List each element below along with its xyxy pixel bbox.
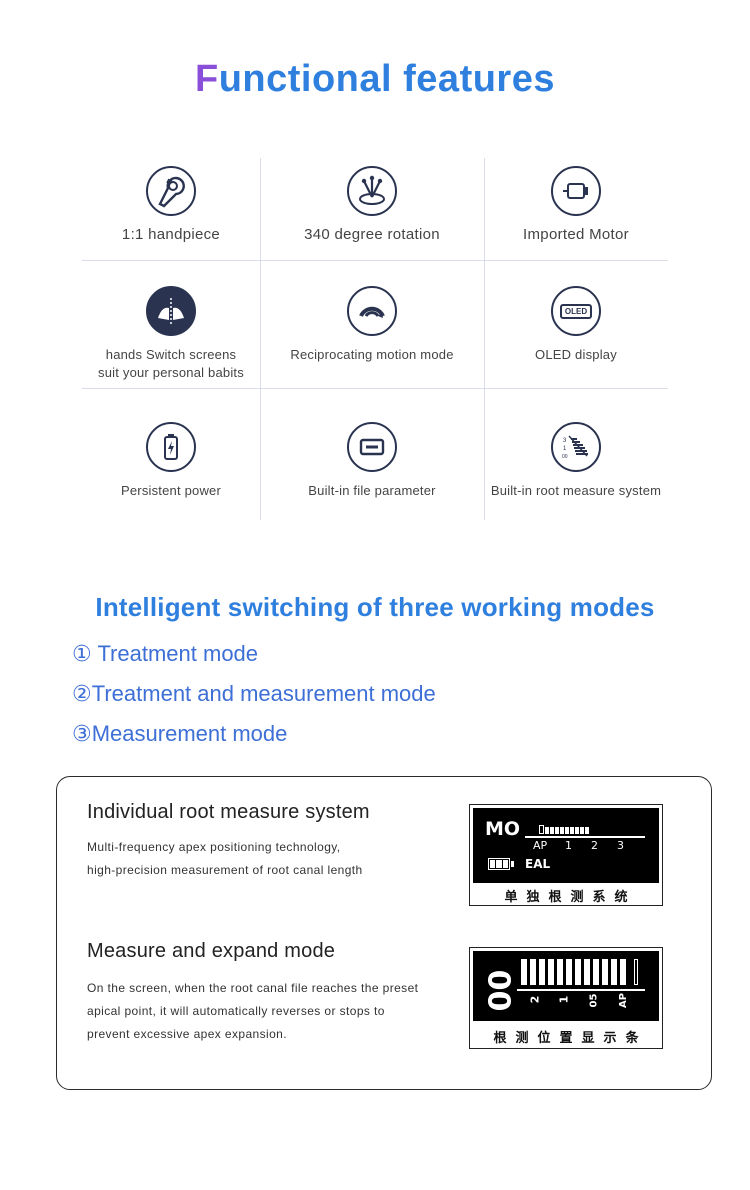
section-title-root-measure: Individual root measure system <box>87 801 370 823</box>
hands-switch-icon <box>146 286 196 336</box>
features-grid: 1:1 handpiece 340 degree rotation Import… <box>82 158 668 520</box>
mode-item-measurement: ③Measurement mode <box>72 721 288 746</box>
feature-oled: OLED OLED display <box>484 286 668 364</box>
file-parameter-icon <box>347 422 397 472</box>
feature-rotation: 340 degree rotation <box>260 166 484 243</box>
feature-reciprocating: Reciprocating motion mode <box>260 286 484 364</box>
feature-handpiece: 1:1 handpiece <box>82 166 260 243</box>
svg-text:1: 1 <box>563 446 567 452</box>
mode-item-treatment-measurement: ②Treatment and measurement mode <box>72 681 436 706</box>
svg-text:00: 00 <box>562 454 568 460</box>
modes-title: Intelligent switching of three working m… <box>95 592 655 622</box>
feature-file-parameter: Built-in file parameter <box>260 422 484 500</box>
oled-icon: OLED <box>551 286 601 336</box>
rotation-icon <box>347 166 397 216</box>
section-text-root-measure: Multi-frequency apex positioning technol… <box>87 840 363 877</box>
mode-detail-box: Individual root measure system Multi-fre… <box>56 776 712 1090</box>
root-measure-icon: 3 1 00 <box>551 422 601 472</box>
section-text-measure-expand: On the screen, when the root canal file … <box>87 981 419 1041</box>
grid-divider <box>82 388 668 389</box>
oled-screen-measure-expand: 00 2 1 05 AP 根测位置显示条 <box>469 947 663 1049</box>
feature-motor: Imported Motor <box>484 166 668 243</box>
grid-divider <box>260 158 261 520</box>
feature-hands-switch: hands Switch screens suit your personal … <box>82 286 260 382</box>
section-title-measure-expand: Measure and expand mode <box>87 940 336 962</box>
feature-battery: Persistent power <box>82 422 260 500</box>
mode-item-treatment: ① Treatment mode <box>72 641 259 666</box>
handpiece-icon <box>146 166 196 216</box>
screen-battery-icon <box>488 858 510 870</box>
reciprocating-icon <box>347 286 397 336</box>
motor-icon <box>551 166 601 216</box>
page-title: Functional features <box>194 58 555 100</box>
oled-screen-root-measure: MO AP 1 2 3 EAL 单独根测 <box>469 804 663 906</box>
svg-text:3: 3 <box>563 438 567 444</box>
battery-icon <box>146 422 196 472</box>
grid-divider <box>484 158 485 520</box>
grid-divider <box>82 260 668 261</box>
